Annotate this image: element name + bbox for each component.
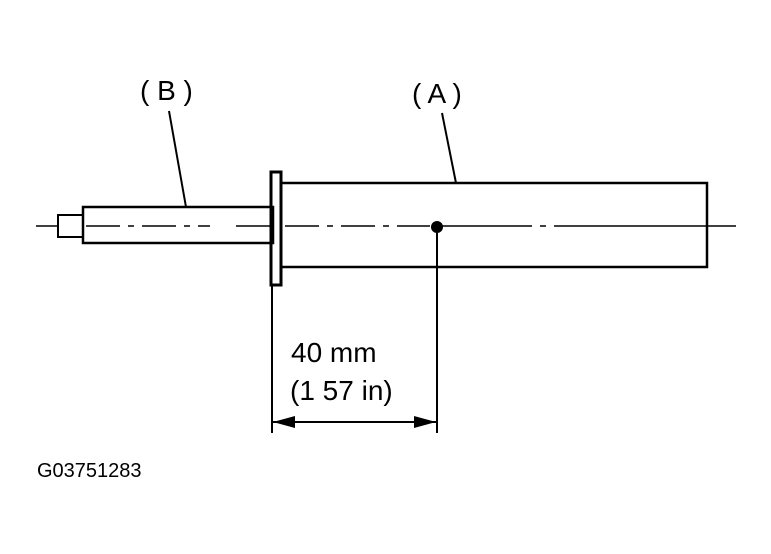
flange-plate <box>269 170 283 287</box>
dimension-metric: 40 mm <box>291 337 377 368</box>
leader-line-a <box>441 112 457 184</box>
figure-id: G03751283 <box>37 460 142 482</box>
piston-rod <box>81 205 275 245</box>
dimension-arrow-right <box>414 416 436 428</box>
label-b: ( B ) <box>140 75 193 106</box>
cylinder-body <box>279 181 709 269</box>
leader-line-b <box>168 110 187 208</box>
label-a: ( A ) <box>412 78 462 109</box>
rod-end-stub <box>57 214 84 238</box>
dimension-imperial: (1 57 in) <box>290 375 393 406</box>
measurement-point <box>431 221 443 233</box>
dimension-arrow-left <box>273 416 295 428</box>
